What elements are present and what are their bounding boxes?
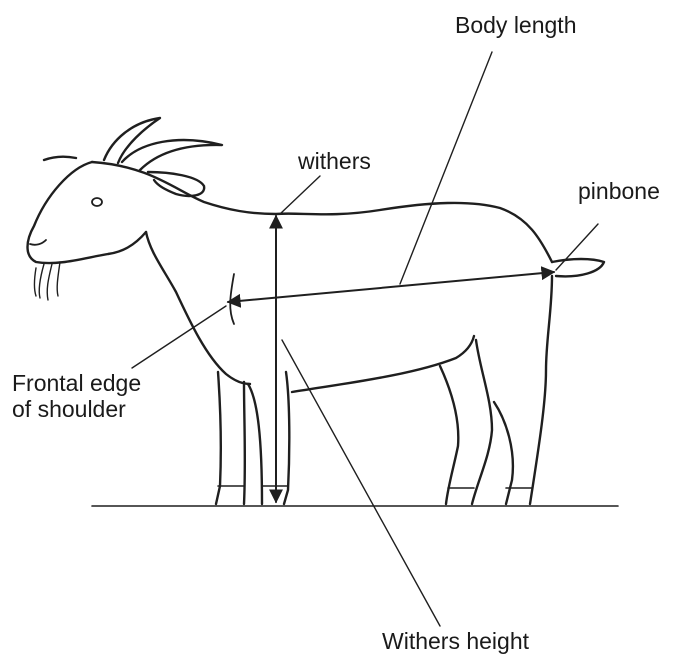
body-length-leader xyxy=(400,52,492,284)
goat-beard xyxy=(35,262,61,300)
goat-front-leg-far xyxy=(248,372,289,504)
goat-ear xyxy=(148,172,204,196)
measurements xyxy=(132,52,598,626)
goat-front-leg-near xyxy=(216,372,245,504)
goat-rump xyxy=(530,276,552,504)
pinbone-leader xyxy=(556,224,598,270)
withers-height-label: Withers height xyxy=(382,628,529,654)
goat-forelock xyxy=(44,157,76,160)
pinbone-label: pinbone xyxy=(578,178,660,204)
frontal-edge-of-shoulder-label: Frontal edge of shoulder xyxy=(12,370,141,423)
withers-label: withers xyxy=(298,148,371,174)
goat-neck-front xyxy=(146,232,250,384)
goat-mouth xyxy=(30,240,46,245)
goat-tail xyxy=(552,259,604,276)
frontal-edge-line-2: of shoulder xyxy=(12,396,141,422)
goat-head xyxy=(28,162,147,263)
frontal-edge-line-1: Frontal edge xyxy=(12,370,141,396)
goat-back xyxy=(92,162,552,262)
goat-outline xyxy=(28,118,605,504)
goat-shoulder-curve xyxy=(230,274,234,324)
goat-eye xyxy=(92,198,102,206)
body-length-label: Body length xyxy=(455,12,576,38)
goat-horn-back xyxy=(104,118,160,163)
withers-leader xyxy=(280,176,320,214)
withers-height-leader xyxy=(282,340,440,626)
goat-hind-leg-near xyxy=(440,340,492,504)
goat-horn-front xyxy=(122,140,222,170)
